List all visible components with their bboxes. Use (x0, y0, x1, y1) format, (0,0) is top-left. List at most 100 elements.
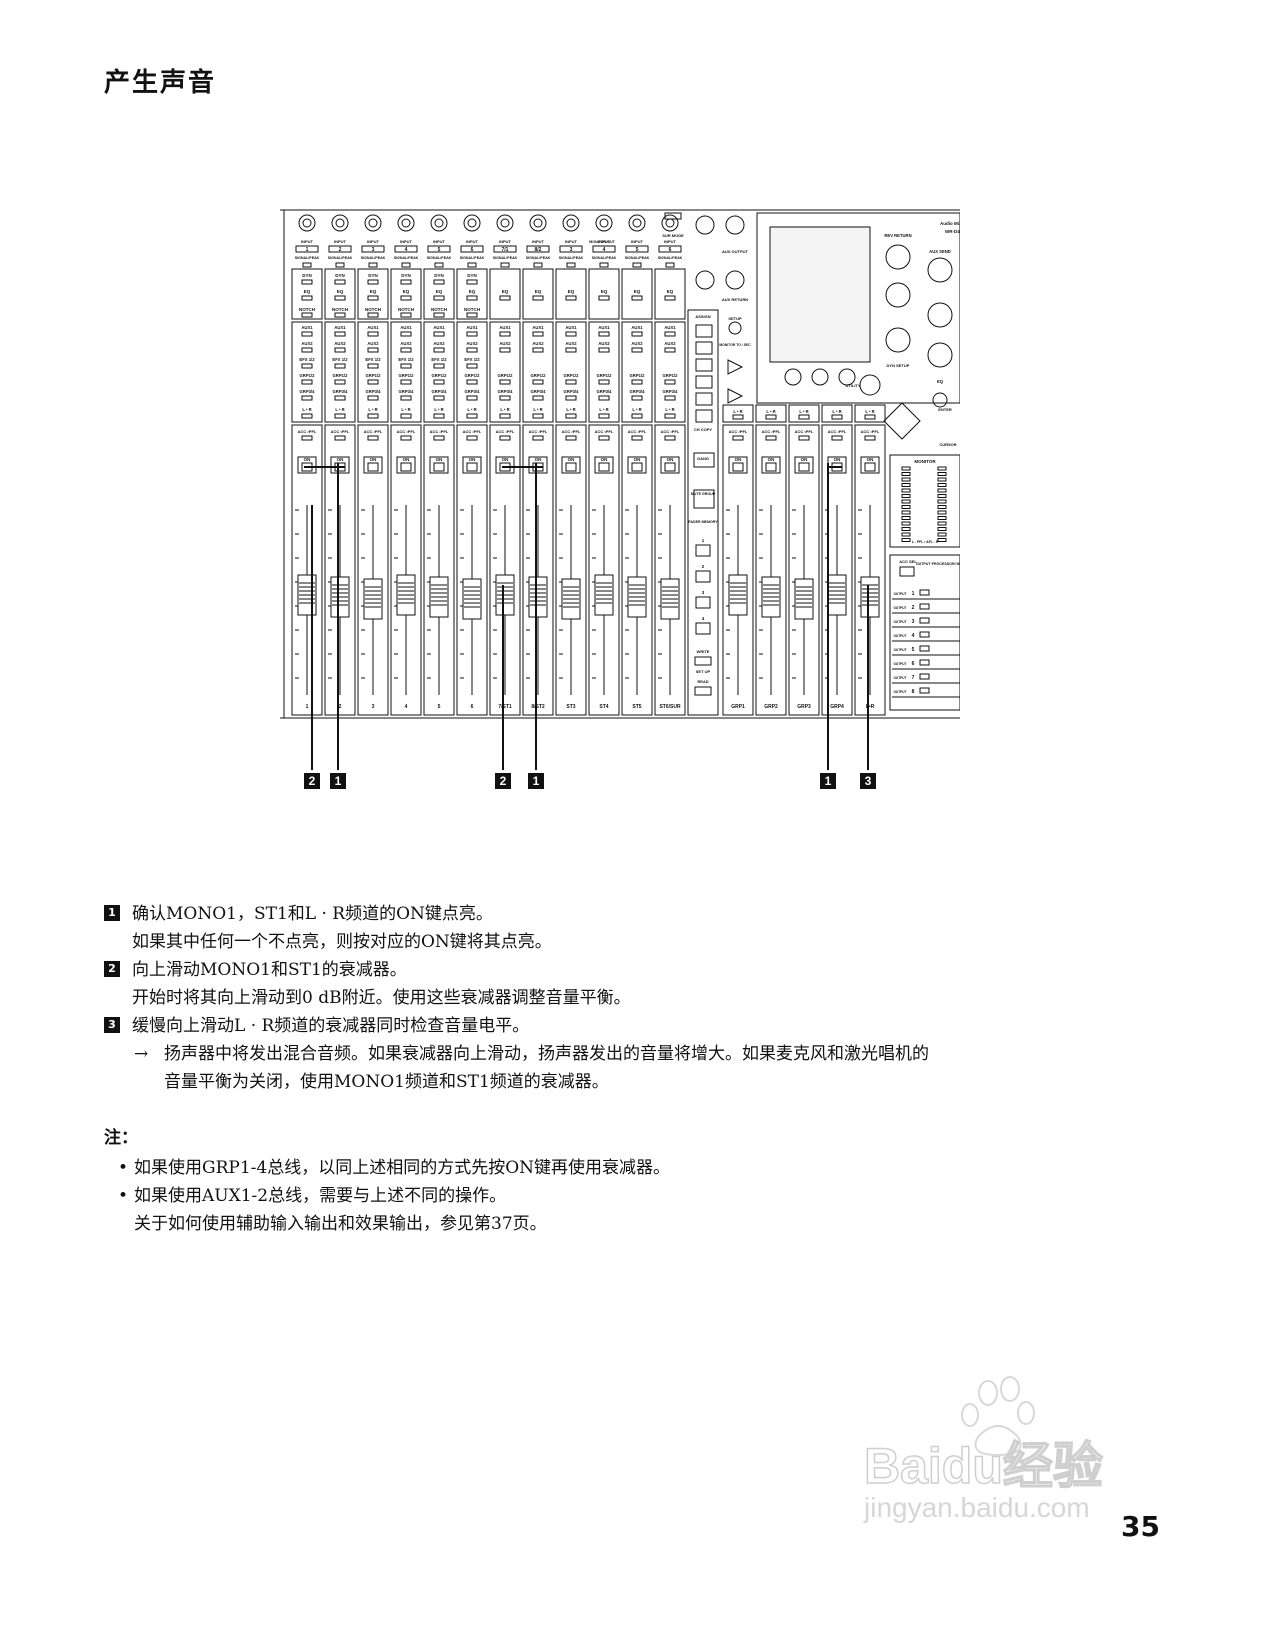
input-knob-icon (463, 214, 481, 232)
assign-button (695, 392, 713, 406)
step-number: 3 (104, 1017, 120, 1033)
on-label: ON (634, 457, 641, 462)
mute-group-button (693, 489, 715, 509)
on-button-led (565, 462, 577, 472)
signal-led (467, 262, 477, 268)
knob-cap-icon (401, 218, 411, 228)
assign-switch (334, 347, 346, 353)
assign-label: AUX2 (664, 341, 676, 346)
assign-label: AUX2 (433, 341, 445, 346)
callout-number-box (820, 773, 836, 789)
note-line: 关于如何使用辅助输入输出和效果输出，参见第37页。 (134, 1214, 547, 1234)
assign-label: EFX 1/2 (398, 357, 414, 362)
dyn-eq-block (654, 268, 686, 320)
acc-switch (765, 435, 777, 441)
signal-peak-label: SIGNAL/PEAK (493, 256, 518, 260)
lr-switch (732, 414, 744, 420)
assign-switch (334, 379, 346, 385)
output-label: OUTPUT (893, 690, 906, 694)
knob-cap-icon (632, 218, 642, 228)
callout-number-box (330, 773, 346, 789)
lr-switch (798, 414, 810, 420)
meter-led (901, 516, 911, 520)
assign-label: AUX2 (334, 341, 346, 346)
assign-switch (631, 379, 643, 385)
signal-peak-label: SIGNAL/PEAK (526, 256, 551, 260)
notch-label: NOTCH (398, 307, 414, 312)
assign-label: GRP3/4 (663, 389, 679, 394)
knob-cap-icon (302, 218, 312, 228)
on-button-led (433, 462, 445, 472)
on-button (330, 456, 350, 474)
assign-label: GRP1/2 (531, 373, 547, 378)
eq-label: EQ (337, 289, 344, 294)
assign-switch (499, 347, 511, 353)
signal-led (500, 262, 510, 268)
meter-led (937, 477, 947, 482)
step-text: 确认MONO1，ST1和L · R频道的ON键点亮。 如果其中任何一个不点亮，则… (132, 900, 1164, 956)
knob-cap-icon (368, 218, 378, 228)
meter-led (937, 472, 947, 476)
lr-switch (864, 414, 876, 420)
assign-label: GRP1/2 (498, 373, 514, 378)
acc-pfl-label: ACC •PFL (562, 429, 581, 434)
assign-label: GRP1/2 (366, 373, 382, 378)
ch-copy-label: CH COPY (694, 427, 713, 432)
watermark-logo-text: Baidu经验 (864, 1438, 1103, 1494)
notch-switch (466, 312, 478, 318)
output-switch (919, 687, 930, 694)
enter-button (932, 392, 948, 408)
dyn-label: DYN (368, 273, 378, 278)
memory-button (695, 622, 711, 635)
lr-assign-block (722, 404, 754, 423)
callout-number-box (495, 773, 511, 789)
lr-switch (598, 413, 610, 419)
dyn-eq-block (621, 268, 653, 320)
meter-led (901, 532, 911, 537)
assign-block (522, 321, 554, 423)
function-knob-icon (811, 368, 829, 386)
input-label: INPUT (532, 239, 545, 244)
eq-switch (400, 295, 412, 301)
signal-led (401, 262, 411, 268)
knob-cap-icon (533, 218, 543, 228)
assign-switch (334, 363, 346, 369)
eq-switch (334, 295, 346, 301)
channel-number-box (493, 245, 517, 253)
signal-led (632, 262, 642, 268)
fader-strip (555, 424, 587, 716)
step-line: 确认MONO1，ST1和L · R频道的ON键点亮。 (132, 904, 493, 924)
monitor-label: MONITOR (914, 459, 936, 464)
lr-assign-block (854, 404, 886, 423)
assign-switch (301, 347, 313, 353)
assign-label: EFX 1/2 (299, 357, 315, 362)
channel-number: 7/1 (502, 247, 509, 253)
assign-block (357, 321, 389, 423)
assign-label: AUX1 (334, 325, 346, 330)
acc-pfl-label: ACC •PFL (628, 429, 647, 434)
step-2: 2 向上滑动MONO1和ST1的衰减器。 开始时将其向上滑动到0 dB附近。使用… (104, 956, 1164, 1012)
on-button (594, 456, 614, 474)
meter-led (901, 499, 911, 504)
channel-number: 2 (339, 247, 342, 253)
step-number: 1 (104, 905, 120, 921)
memory-number: 3 (702, 590, 705, 595)
lr-switch (532, 413, 544, 419)
assign-label: AUX1 (367, 325, 379, 330)
on-button (627, 456, 647, 474)
output-number: 5 (912, 647, 915, 653)
meter-led (901, 538, 911, 542)
output-switch (919, 659, 930, 666)
acc-pfl-label: ACC •PFL (331, 429, 350, 434)
assign-label: GRP3/4 (630, 389, 646, 394)
memory-button (695, 596, 711, 609)
callout-number: 1 (335, 774, 342, 788)
dyn-eq-block (291, 268, 323, 320)
notes-heading: 注： (104, 1128, 138, 1148)
callout-number-box (860, 773, 876, 789)
model-label: WR-D4 (945, 229, 960, 234)
on-label: ON (801, 457, 808, 462)
assign-switch (664, 347, 676, 353)
assign-button (695, 409, 713, 423)
aux-return-knob-icon (695, 270, 715, 290)
